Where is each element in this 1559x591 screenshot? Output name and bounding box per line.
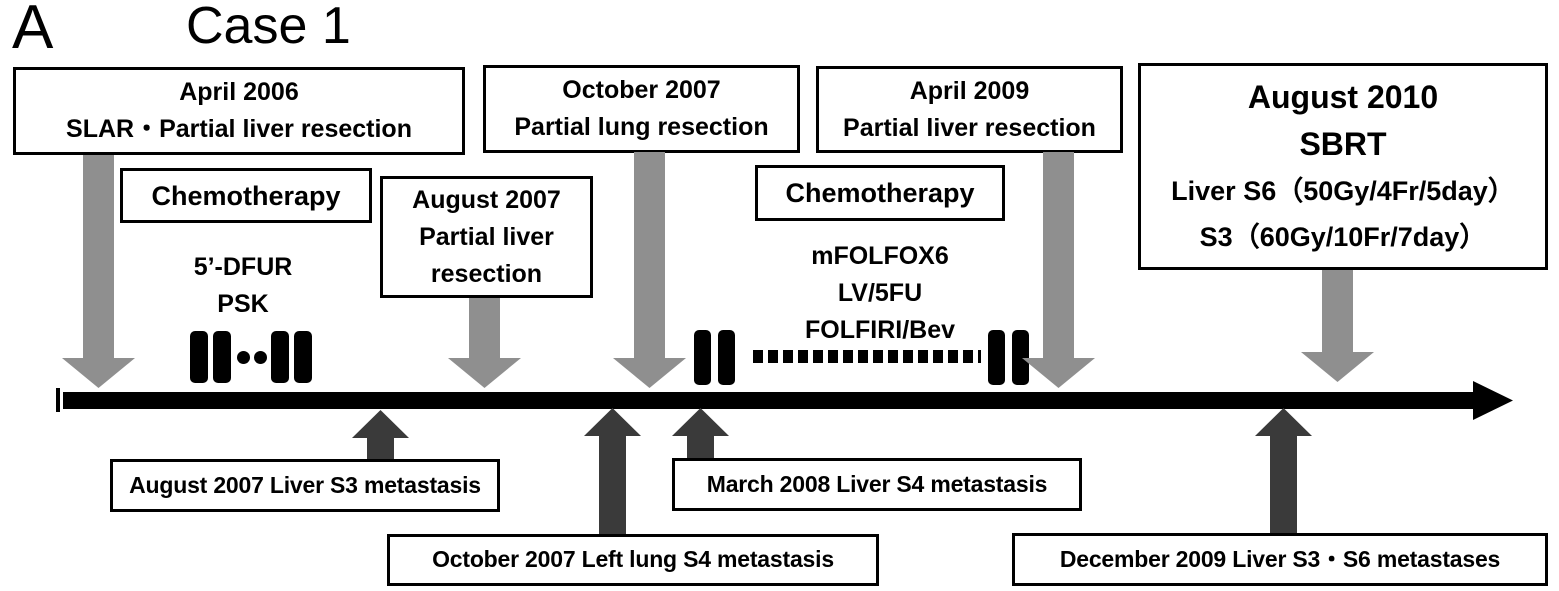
- finding-label: December 2009 Liver S3・S6 metastases: [1059, 545, 1501, 572]
- timeline-start-tick: [56, 388, 60, 412]
- treatment-box-august2007: August 2007 Partial liver resection: [380, 176, 593, 298]
- finding-label: March 2008 Liver S4 metastasis: [706, 470, 1048, 497]
- chemotherapy-box-2: Chemotherapy: [755, 165, 1005, 221]
- treatment-box-april2006: April 2006 SLAR・Partial liver resection: [13, 67, 465, 155]
- treatment-date: August 2007: [412, 185, 561, 214]
- arrow-august2007-down: [469, 298, 500, 360]
- sbrt-dose-s3: S3（60Gy/10Fr/7day）: [1199, 221, 1487, 252]
- treatment-label: resection: [430, 259, 543, 288]
- finding-box-liver-s3: August 2007 Liver S3 metastasis: [110, 459, 500, 512]
- arrow-august2010-down-head: [1301, 352, 1374, 382]
- treatment-date: August 2010: [1247, 78, 1439, 115]
- chemo1-drug-list: 5’-DFUR PSK: [148, 249, 338, 323]
- treatment-label: SLAR・Partial liver resection: [66, 115, 412, 143]
- treatment-date: October 2007: [562, 76, 721, 104]
- arrow-liver-s3-s6-up-head: [1255, 408, 1312, 436]
- treatment-label: Partial liver: [419, 222, 554, 251]
- finding-box-liver-s3-s6: December 2009 Liver S3・S6 metastases: [1012, 533, 1548, 586]
- drug-name: mFOLFOX6: [811, 242, 949, 270]
- treatment-box-october2007: October 2007 Partial lung resection: [483, 65, 800, 153]
- chemo1-gap-dot: [237, 351, 250, 364]
- arrow-april2006-down: [83, 155, 114, 360]
- chemo2-period-bar: [694, 330, 711, 385]
- treatment-date: April 2006: [179, 78, 299, 106]
- treatment-label: Partial liver resection: [843, 113, 1096, 142]
- sbrt-dose-s6: Liver S6（50Gy/4Fr/5day）: [1171, 175, 1515, 206]
- chemotherapy-label: Chemotherapy: [785, 178, 975, 208]
- arrow-liver-s4-up: [687, 434, 714, 460]
- chemo2-dotted-interval: [753, 350, 981, 363]
- arrow-liver-s3-up: [367, 436, 394, 460]
- drug-name: 5’-DFUR: [193, 253, 293, 281]
- chemo2-drug-list: mFOLFOX6 LV/5FU FOLFIRI/Bev: [765, 238, 995, 349]
- arrow-liver-s3-s6-up: [1270, 434, 1297, 534]
- treatment-label: Partial lung resection: [514, 113, 769, 141]
- chemo2-period-bar: [988, 330, 1005, 385]
- treatment-box-april2009: April 2009 Partial liver resection: [816, 66, 1123, 153]
- treatment-date: April 2009: [909, 76, 1030, 105]
- treatment-box-august2010-sbrt: August 2010 SBRT Liver S6（50Gy/4Fr/5day）…: [1138, 63, 1548, 270]
- arrow-october2007-down: [634, 152, 665, 360]
- chemo2-period-bar: [718, 330, 735, 385]
- figure-title: Case 1: [186, 0, 351, 55]
- drug-name: FOLFIRI/Bev: [804, 316, 955, 344]
- arrow-lung-s4-up: [599, 434, 626, 535]
- chemotherapy-label: Chemotherapy: [151, 180, 341, 211]
- finding-label: August 2007 Liver S3 metastasis: [129, 471, 481, 498]
- treatment-label: SBRT: [1299, 125, 1387, 162]
- panel-label: A: [12, 0, 54, 62]
- chemotherapy-box-1: Chemotherapy: [120, 168, 372, 223]
- arrow-october2007-down-head: [613, 358, 686, 388]
- drug-name: PSK: [217, 290, 269, 318]
- chemo1-period-bar: [271, 331, 289, 383]
- arrow-april2009-down: [1043, 152, 1074, 360]
- arrow-august2007-down-head: [448, 358, 521, 388]
- finding-label: October 2007 Left lung S4 metastasis: [432, 546, 834, 573]
- arrow-lung-s4-up-head: [584, 408, 641, 436]
- chemo2-period-bar: [1012, 330, 1029, 385]
- chemo1-period-bar: [213, 331, 231, 383]
- chemo1-gap-dot: [254, 351, 267, 364]
- chemo1-period-bar: [190, 331, 208, 383]
- arrow-liver-s3-up-head: [352, 410, 409, 438]
- arrow-liver-s4-up-head: [672, 408, 729, 436]
- finding-box-lung-s4: October 2007 Left lung S4 metastasis: [387, 534, 879, 586]
- arrow-april2006-down-head: [62, 358, 135, 388]
- arrow-august2010-down: [1322, 270, 1353, 354]
- arrow-april2009-down-head: [1022, 358, 1095, 388]
- timeline-arrowhead: [1473, 381, 1513, 420]
- drug-name: LV/5FU: [837, 279, 923, 307]
- chemo1-period-bar: [294, 331, 312, 383]
- timeline-axis: [63, 392, 1473, 409]
- finding-box-liver-s4: March 2008 Liver S4 metastasis: [672, 458, 1082, 511]
